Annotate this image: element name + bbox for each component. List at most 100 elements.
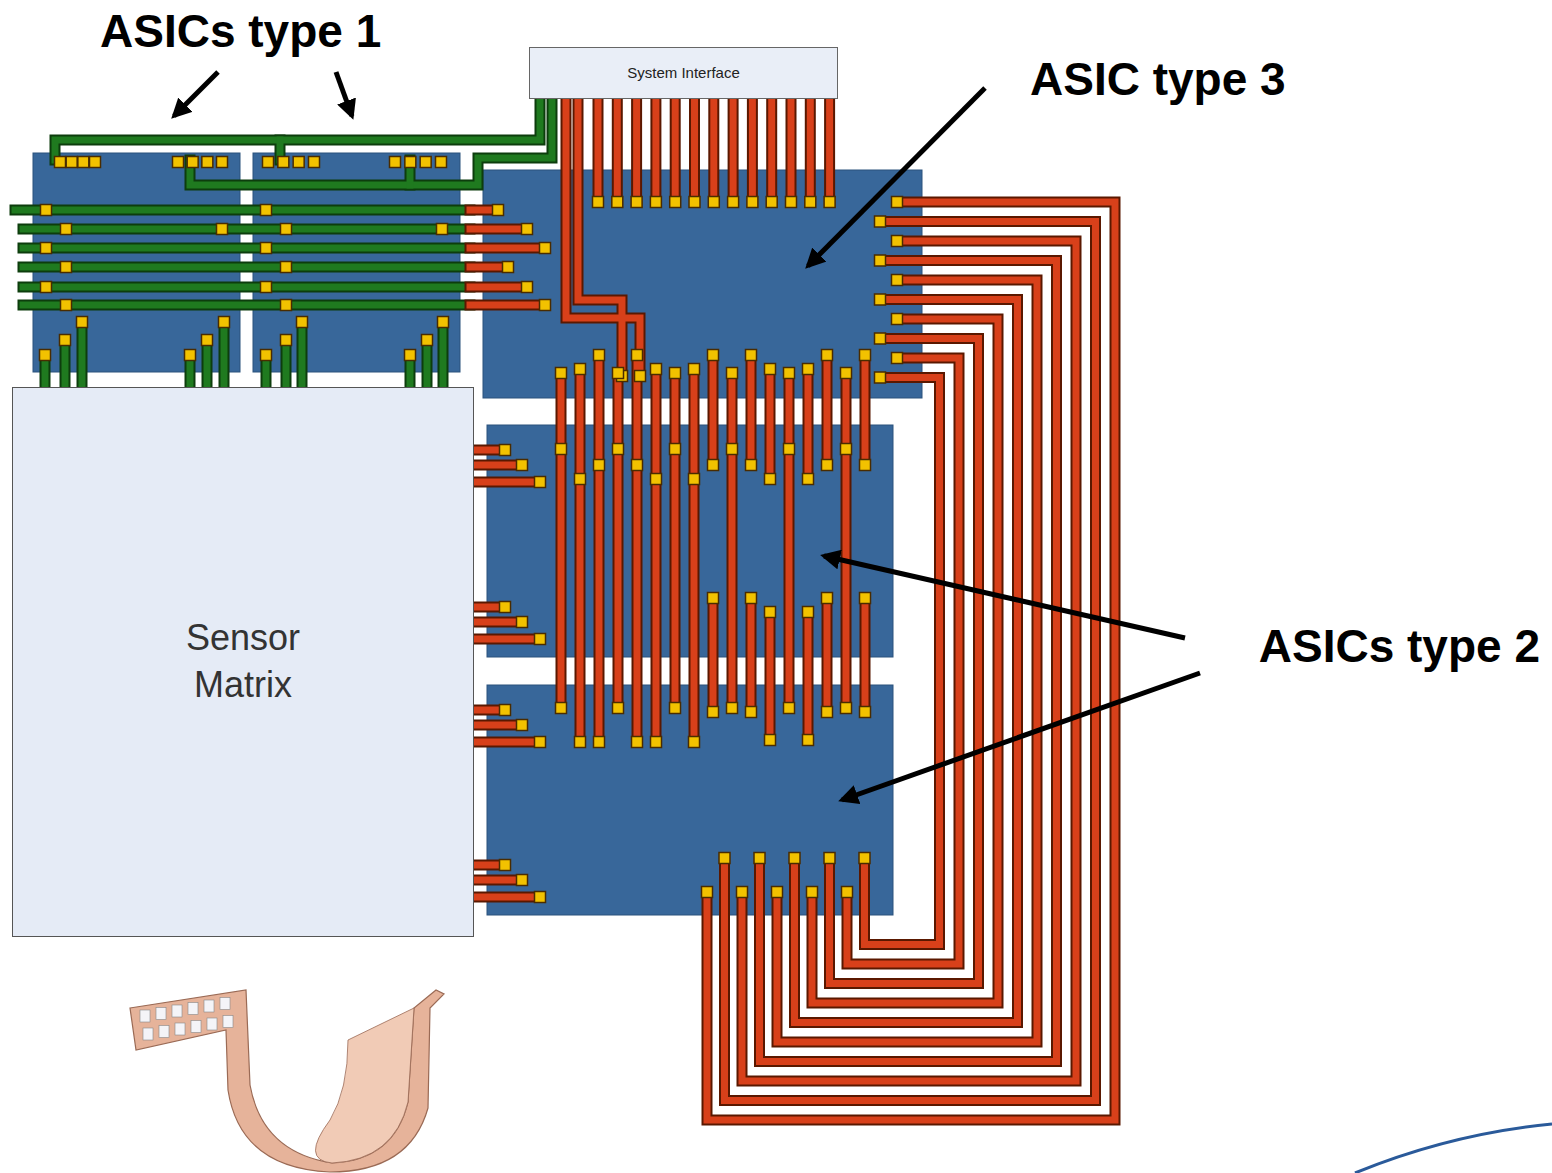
bond-pad <box>841 444 852 455</box>
red-trace-core <box>470 245 545 252</box>
bond-pad <box>892 197 903 208</box>
flex-chip <box>140 1010 150 1022</box>
red-trace-edge <box>475 875 522 886</box>
bond-pad <box>875 372 886 383</box>
red-trace-core <box>847 358 959 964</box>
red-trace-core <box>691 99 698 202</box>
red-trace-core <box>830 339 979 984</box>
red-trace-edge <box>470 243 545 254</box>
bond-pad <box>689 737 700 748</box>
red-trace-edge <box>747 99 758 202</box>
green-trace-edge <box>60 340 71 387</box>
bond-pad <box>632 460 643 471</box>
red-trace-edge <box>760 261 1057 1062</box>
red-trace-edge <box>727 373 738 708</box>
red-trace-edge <box>689 484 700 742</box>
bond-pad <box>517 875 528 886</box>
bond-pad <box>727 444 738 455</box>
bond-pad <box>540 243 551 254</box>
red-trace-edge <box>707 202 1115 1120</box>
bond-pad <box>772 887 783 898</box>
green-trace-core <box>15 207 470 214</box>
red-trace-core <box>749 99 756 202</box>
bond-pad <box>281 262 292 273</box>
red-trace-core <box>672 373 679 708</box>
callout-label: ASICs type 2 <box>1259 621 1540 672</box>
bond-pad <box>803 735 814 746</box>
bond-pad <box>727 703 738 714</box>
bond-pad <box>493 205 504 216</box>
flex-chip <box>223 1016 233 1028</box>
bond-pad <box>613 703 624 714</box>
red-trace-core <box>475 479 540 486</box>
node-label: System Interface <box>627 63 740 83</box>
green-trace-core <box>190 99 552 185</box>
bond-pad <box>278 157 289 168</box>
red-trace-core <box>710 598 717 712</box>
logo-swoosh <box>1355 1124 1552 1173</box>
red-trace-edge <box>475 720 522 731</box>
red-trace-core <box>475 722 522 729</box>
bond-pad <box>556 444 567 455</box>
red-trace-edge <box>708 598 719 712</box>
green-trace-edge <box>202 340 213 387</box>
bond-pad <box>613 444 624 455</box>
bond-pad <box>40 350 51 361</box>
red-trace-core <box>862 355 869 465</box>
bond-pad <box>784 368 795 379</box>
green-trace-edge <box>77 322 88 387</box>
red-trace-core <box>475 619 522 626</box>
bond-pad <box>635 371 646 382</box>
red-trace-core <box>824 355 831 465</box>
bond-pad <box>500 602 511 613</box>
callout-label: ASIC type 3 <box>1030 54 1286 105</box>
green-trace-core <box>204 340 211 387</box>
red-trace-core <box>475 894 540 901</box>
bond-pad <box>535 892 546 903</box>
red-trace-edge <box>475 617 522 628</box>
bond-pad <box>708 197 719 208</box>
red-trace-core <box>691 369 698 479</box>
red-trace-core <box>672 99 679 202</box>
green-trace-edge <box>55 99 540 160</box>
red-trace-edge <box>651 484 662 742</box>
bond-pad <box>420 157 431 168</box>
bond-pad <box>841 703 852 714</box>
bond-pad <box>535 737 546 748</box>
green-trace-core <box>221 322 228 387</box>
red-trace-edge <box>689 369 700 479</box>
red-trace-core <box>470 284 527 291</box>
bond-pad <box>593 197 604 208</box>
green-trace-edge <box>23 300 470 311</box>
bond-pad <box>263 157 274 168</box>
bond-pad <box>702 887 713 898</box>
red-trace-edge <box>475 737 540 748</box>
red-trace-core <box>767 369 774 479</box>
bond-pad <box>786 197 797 208</box>
bond-pad <box>61 224 72 235</box>
bond-pad <box>892 314 903 325</box>
red-trace-core <box>788 99 795 202</box>
green-trace-core <box>23 226 470 233</box>
bond-pad <box>747 197 758 208</box>
bond-pad <box>860 593 871 604</box>
bond-pad <box>517 460 528 471</box>
red-trace-edge <box>746 355 757 465</box>
red-trace-core <box>725 222 1096 1101</box>
bond-pad <box>535 634 546 645</box>
red-trace-edge <box>632 470 643 742</box>
bond-pad <box>77 317 88 328</box>
green-trace-core <box>23 302 470 309</box>
bond-pad <box>754 853 765 864</box>
red-trace-core <box>777 280 1037 1042</box>
red-trace-edge <box>650 99 661 202</box>
bond-pad <box>766 197 777 208</box>
bond-pad <box>631 197 642 208</box>
red-trace-edge <box>470 282 527 293</box>
asic-die <box>483 170 922 398</box>
red-trace-core <box>786 373 793 708</box>
bond-pad <box>651 737 662 748</box>
red-trace-edge <box>765 612 776 740</box>
bond-pad <box>803 607 814 618</box>
